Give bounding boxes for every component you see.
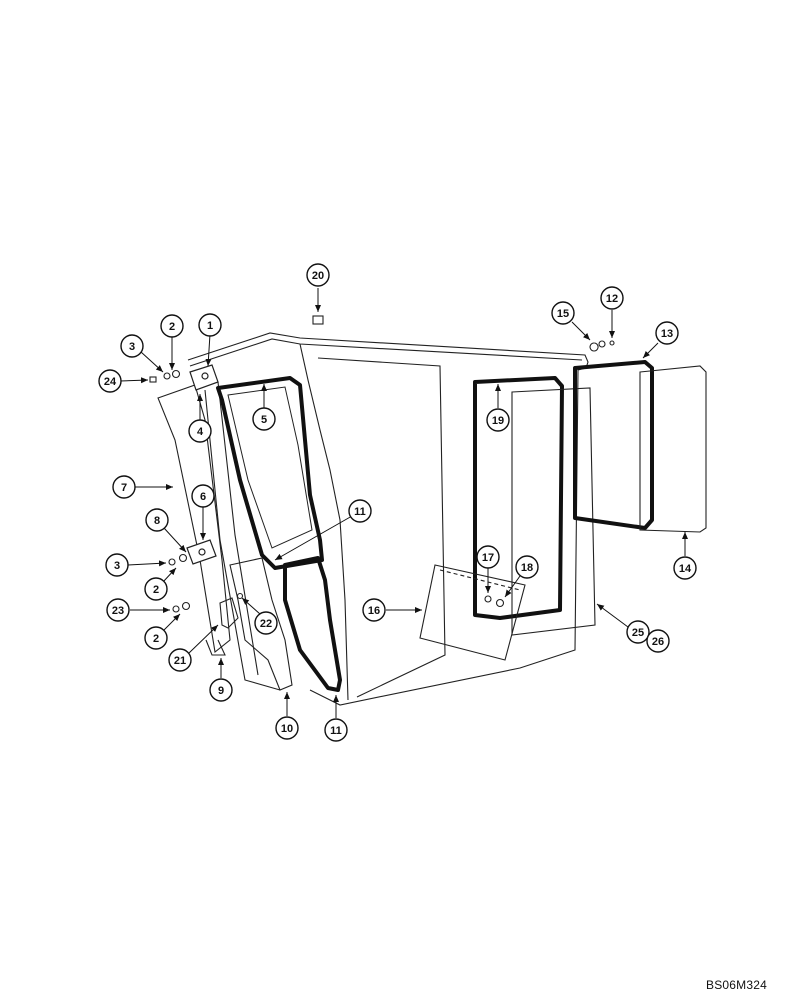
callout-21: 21 <box>168 648 192 672</box>
callout-26: 26 <box>646 629 670 653</box>
callout-20: 20 <box>306 263 330 287</box>
callout-14: 14 <box>673 556 697 580</box>
svg-text:7: 7 <box>121 482 127 494</box>
svg-text:12: 12 <box>606 293 618 305</box>
rear-seal <box>473 376 564 620</box>
callout-10: 10 <box>275 716 299 740</box>
svg-text:25: 25 <box>632 627 644 639</box>
callout-19: 19 <box>486 408 510 432</box>
svg-text:4: 4 <box>197 426 204 438</box>
callout-22: 22 <box>254 611 278 635</box>
svg-text:2: 2 <box>153 584 159 596</box>
callout-17: 17 <box>476 545 500 569</box>
callout-12: 12 <box>600 286 624 310</box>
callout-2-low: 2 <box>144 626 168 650</box>
front-seal <box>216 376 324 570</box>
front-glass <box>227 386 313 549</box>
hinge-upper <box>189 364 219 391</box>
svg-text:11: 11 <box>354 506 366 518</box>
leader-lines <box>119 288 688 718</box>
callout-23: 23 <box>106 598 130 622</box>
callout-13: 13 <box>655 321 679 345</box>
svg-text:8: 8 <box>154 515 160 527</box>
svg-text:14: 14 <box>679 563 692 575</box>
svg-text:3: 3 <box>114 560 120 572</box>
svg-text:3: 3 <box>129 341 135 353</box>
svg-text:11: 11 <box>330 725 342 737</box>
callout-8: 8 <box>145 508 169 532</box>
svg-text:26: 26 <box>652 636 664 648</box>
callout-3-top: 3 <box>120 334 144 358</box>
rear-glass <box>511 387 596 636</box>
slider-seal <box>573 360 654 530</box>
svg-text:18: 18 <box>521 562 533 574</box>
svg-text:24: 24 <box>104 376 117 388</box>
callout-16: 16 <box>362 598 386 622</box>
cab-body <box>187 332 589 706</box>
callout-4: 4 <box>188 419 212 443</box>
fasteners-left <box>149 369 191 613</box>
callout-7: 7 <box>112 475 136 499</box>
slider-glass <box>639 365 707 533</box>
svg-text:2: 2 <box>169 321 175 333</box>
svg-text:9: 9 <box>218 685 224 697</box>
svg-text:16: 16 <box>368 605 380 617</box>
svg-text:2: 2 <box>153 633 159 645</box>
lower-seal <box>283 556 342 692</box>
roof-part <box>312 315 324 325</box>
svg-text:10: 10 <box>281 723 293 735</box>
svg-text:6: 6 <box>200 491 206 503</box>
svg-text:17: 17 <box>482 552 494 564</box>
callout-2-mid: 2 <box>144 577 168 601</box>
hinge-lower <box>186 539 217 565</box>
svg-text:22: 22 <box>260 618 272 630</box>
lower-panel <box>229 557 293 691</box>
callout-24: 24 <box>98 369 122 393</box>
callout-9: 9 <box>209 678 233 702</box>
svg-text:20: 20 <box>312 270 324 282</box>
callout-1: 1 <box>198 313 222 337</box>
callout-25: 25 <box>626 620 650 644</box>
callout-11-bottom: 11 <box>324 718 348 742</box>
reference-code: BS06M324 <box>706 978 767 992</box>
svg-text:5: 5 <box>261 414 267 426</box>
svg-text:19: 19 <box>492 415 504 427</box>
svg-text:13: 13 <box>661 328 673 340</box>
svg-text:21: 21 <box>174 655 186 667</box>
plate <box>219 597 239 629</box>
callout-15: 15 <box>551 301 575 325</box>
callout-11-top: 11 <box>348 499 372 523</box>
svg-text:1: 1 <box>207 320 213 332</box>
callout-5: 5 <box>252 407 276 431</box>
small-panel <box>419 564 526 661</box>
svg-text:15: 15 <box>557 308 569 320</box>
callout-18: 18 <box>515 555 539 579</box>
svg-text:23: 23 <box>112 605 124 617</box>
callout-2-top: 2 <box>160 314 184 338</box>
callout-3-mid: 3 <box>105 553 129 577</box>
fasteners-rear <box>484 340 615 608</box>
callout-6: 6 <box>191 484 215 508</box>
